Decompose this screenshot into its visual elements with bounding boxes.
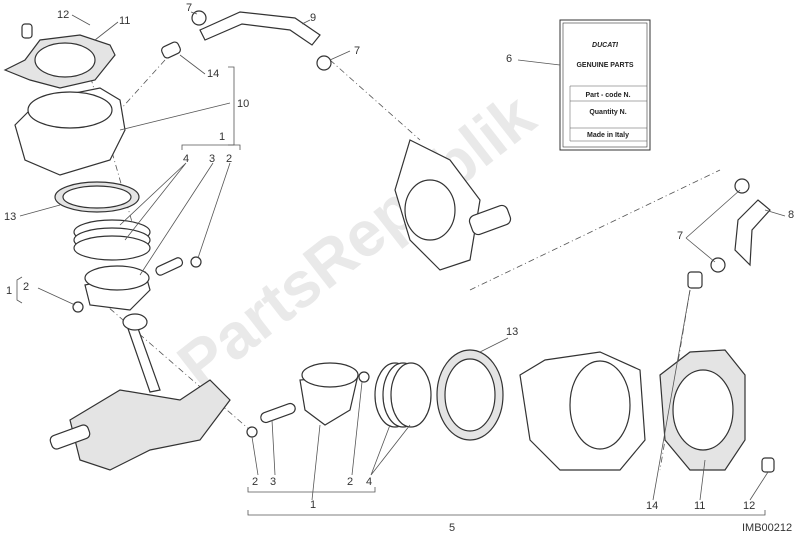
callout-1: 1	[310, 499, 316, 511]
circlip-lower-right	[358, 371, 370, 383]
fitting-14-lower	[687, 271, 703, 289]
hose-9	[199, 11, 321, 46]
piston-upper	[84, 265, 151, 311]
callout-1: 1	[6, 285, 12, 297]
circlip-upper-left	[72, 301, 84, 313]
diagram-code: IMB00212	[742, 522, 792, 534]
callout-6: 6	[506, 53, 512, 65]
leader-lines	[19, 11, 786, 501]
leader-lines-upper	[119, 162, 231, 276]
card-row-quantity: Quantity N.	[589, 109, 626, 116]
callout-13: 13	[4, 211, 16, 223]
card-title: GENUINE PARTS	[576, 62, 633, 69]
bracket-10	[228, 66, 235, 146]
callout-12: 12	[57, 9, 69, 21]
callout-9: 9	[310, 12, 316, 24]
callout-14: 14	[646, 500, 658, 512]
water-pump	[394, 139, 512, 271]
callout-2: 2	[226, 153, 232, 165]
piston-pin-upper	[155, 257, 184, 276]
bracket-1-upper	[181, 144, 241, 150]
dowel-12-upper	[21, 23, 33, 39]
dowel-12-lower	[761, 457, 775, 473]
callout-14: 14	[207, 68, 219, 80]
clamp-7-b	[316, 55, 332, 71]
callout-4: 4	[183, 153, 189, 165]
callout-2: 2	[252, 476, 258, 488]
callout-10: 10	[237, 98, 249, 110]
piston-lower	[299, 362, 359, 426]
callout-11: 11	[694, 500, 705, 512]
card-brand: DUCATI	[592, 42, 619, 49]
piston-rings-upper	[73, 219, 151, 261]
watermark: PartsRepublik	[164, 79, 548, 401]
callout-12: 12	[743, 500, 755, 512]
circlip-upper-right	[190, 256, 202, 268]
bracket-5	[247, 510, 766, 516]
callout-7: 7	[677, 230, 683, 242]
hose-8	[734, 199, 771, 267]
callout-8: 8	[788, 209, 794, 221]
cylinder-lower	[519, 351, 646, 471]
callout-3: 3	[209, 153, 215, 165]
cylinder-upper	[14, 87, 126, 176]
bracket-1-left	[16, 276, 23, 304]
callout-2: 2	[23, 281, 29, 293]
card-row-part-code: Part - code N.	[585, 92, 630, 99]
callout-4: 4	[366, 476, 372, 488]
callout-labels: 12 11 7 9 7 14 10 1 4 3 2 13 1 2 6 8 7 1…	[4, 2, 794, 534]
bracket-1-lower	[247, 487, 376, 493]
callout-5: 5	[449, 522, 455, 534]
base-gasket-lower	[436, 349, 504, 441]
circlip-lower-left	[246, 426, 258, 438]
head-gasket-upper	[3, 34, 116, 89]
crankshaft	[49, 313, 231, 471]
card-row-made-in: Made in Italy	[587, 132, 629, 139]
piston-rings-lower	[374, 362, 432, 428]
genuine-parts-card: DUCATI GENUINE PARTS Part - code N. Quan…	[559, 19, 651, 151]
head-gasket-lower	[659, 349, 746, 471]
callout-1: 1	[219, 131, 225, 143]
clamp-7-a	[191, 10, 207, 26]
callout-13: 13	[506, 326, 518, 338]
callout-7: 7	[186, 2, 192, 14]
fitting-14-upper	[161, 41, 181, 59]
callout-3: 3	[270, 476, 276, 488]
callout-11: 11	[119, 15, 130, 27]
clamp-7-c	[734, 178, 750, 194]
piston-pin-lower	[260, 402, 296, 424]
callout-7: 7	[354, 45, 360, 57]
callout-2: 2	[347, 476, 353, 488]
